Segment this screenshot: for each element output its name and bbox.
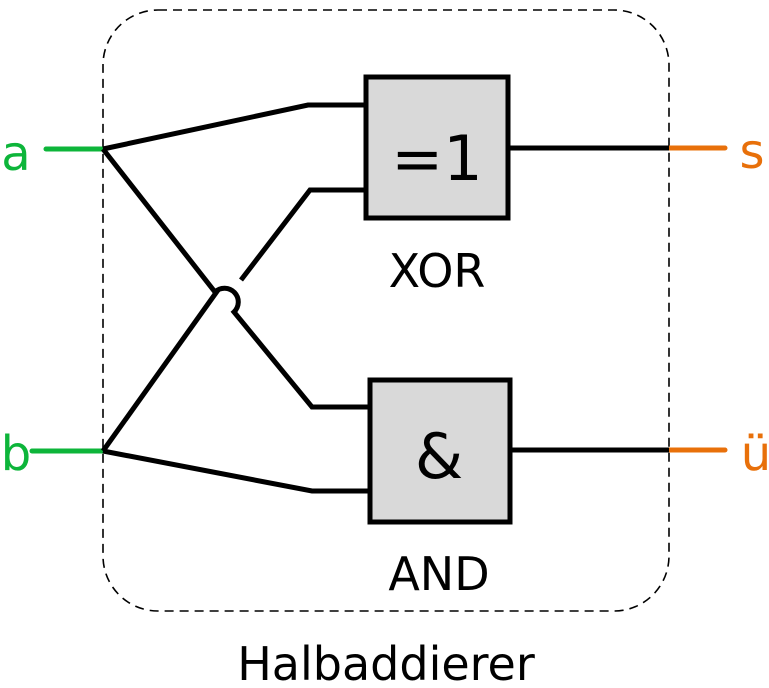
xor-gate-box bbox=[363, 74, 511, 221]
wire-a-to-xor bbox=[102, 102, 366, 152]
half-adder-boundary bbox=[102, 9, 670, 612]
and-gate: & AND bbox=[367, 377, 513, 601]
xor-gate: =1 XOR bbox=[363, 74, 511, 298]
and-gate-box bbox=[367, 377, 513, 525]
wire-b-to-xor-upper bbox=[239, 187, 366, 282]
input-a-label: a bbox=[1, 126, 30, 182]
input-b-label: b bbox=[1, 426, 31, 482]
and-gate-symbol: & bbox=[415, 420, 463, 493]
xor-gate-symbol: =1 bbox=[391, 122, 482, 195]
wire-b-to-and bbox=[102, 448, 370, 494]
xor-gate-name: XOR bbox=[389, 244, 486, 298]
output-s-label: s bbox=[739, 124, 764, 180]
wire-b-to-xor-lower bbox=[100, 288, 221, 453]
wire-a-to-and bbox=[101, 147, 370, 410]
diagram-title: Halbaddierer bbox=[237, 637, 535, 688]
output-u-label: ü bbox=[741, 426, 769, 482]
and-gate-name: AND bbox=[388, 547, 489, 601]
